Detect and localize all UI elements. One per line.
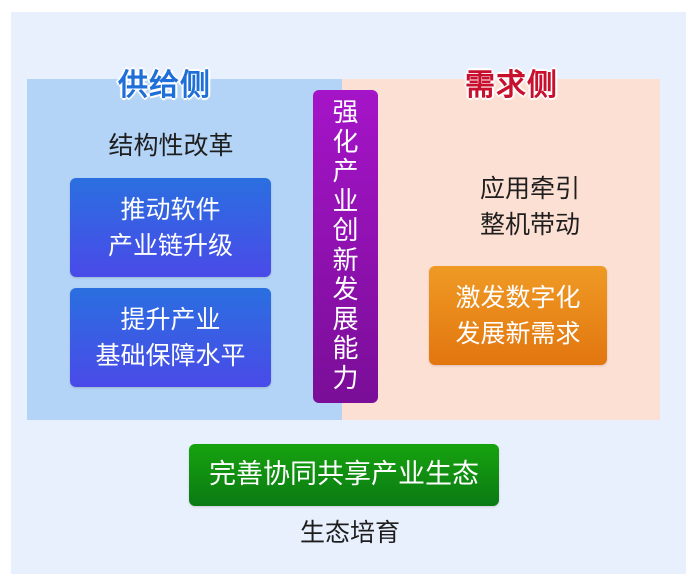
center-innovation-bar: 强 化 产 业 创 新 发 展 能 力 [313, 90, 378, 403]
box-line: 推动软件 [120, 194, 221, 224]
bar-char: 展 [332, 304, 359, 335]
supply-side-title: 供给侧 [118, 68, 211, 103]
demand-subtitle-line: 整机带动 [479, 210, 580, 239]
bar-char: 强 [332, 98, 359, 128]
supply-subtitle: 结构性改革 [108, 131, 234, 160]
bar-char: 能 [332, 334, 359, 364]
box-line: 产业链升级 [107, 230, 233, 260]
bar-char: 创 [332, 216, 359, 246]
box-line: 激发数字化 [455, 282, 581, 312]
bar-char: 新 [332, 245, 359, 276]
demand-subtitle-line: 应用牵引 [479, 174, 580, 203]
box-line: 提升产业 [120, 304, 221, 334]
bar-char: 业 [332, 186, 359, 217]
demand-side-region [342, 79, 660, 420]
bar-char: 产 [332, 157, 359, 187]
supply-box-industry-foundation: 提升产业 基础保障水平 [70, 288, 271, 387]
bar-char: 力 [332, 363, 359, 394]
ecosystem-box: 完善协同共享产业生态 [189, 444, 499, 506]
demand-subtitle: 应用牵引 整机带动 [425, 171, 635, 243]
bar-char: 发 [332, 275, 359, 305]
demand-box-digital-needs: 激发数字化 发展新需求 [429, 266, 607, 365]
supply-box-software-chain: 推动软件 产业链升级 [70, 178, 271, 277]
box-line: 基础保障水平 [95, 340, 246, 370]
bar-char: 化 [332, 127, 359, 158]
box-line: 发展新需求 [455, 318, 581, 348]
box-line: 完善协同共享产业生态 [209, 459, 479, 490]
demand-side-title: 需求侧 [465, 68, 558, 103]
ecosystem-caption: 生态培育 [299, 518, 400, 547]
